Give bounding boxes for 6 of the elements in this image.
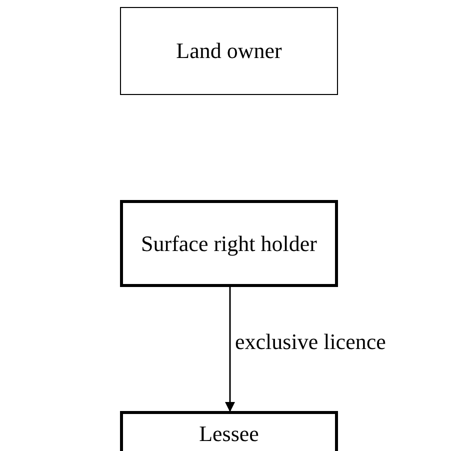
owner-box bbox=[120, 7, 338, 95]
process-box bbox=[120, 200, 338, 287]
node-label: Surface right holder bbox=[141, 230, 317, 256]
node-label: Land owner bbox=[176, 38, 282, 64]
node-label: Lessee bbox=[199, 421, 259, 447]
arrow bbox=[225, 287, 235, 412]
